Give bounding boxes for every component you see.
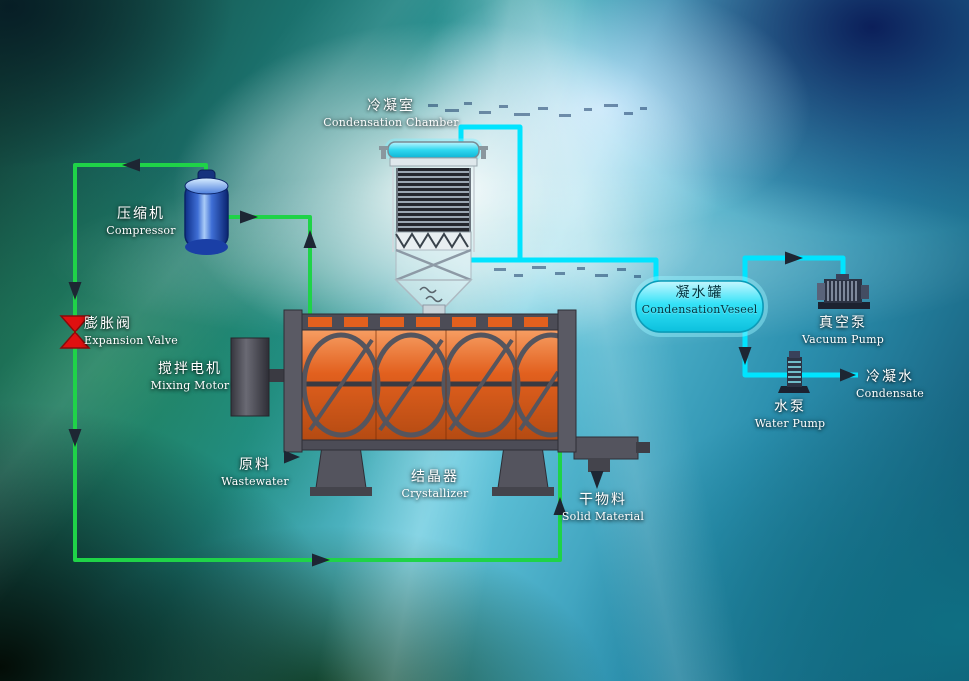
digital-dashes-decoration xyxy=(428,102,647,278)
label-en: Vacuum Pump xyxy=(802,332,884,346)
label-zh: 冷凝室 xyxy=(367,98,415,114)
label-condensation-vessel: 凝水罐 CondensationVeseel xyxy=(637,285,762,316)
label-en: Condensation Chamber xyxy=(323,115,459,129)
arrow-left-icon xyxy=(122,158,140,172)
crystallizer-unit xyxy=(283,309,650,496)
arrow-down-icon xyxy=(68,282,82,300)
label-zh: 压缩机 xyxy=(117,206,165,222)
arrow-right-icon xyxy=(312,553,330,567)
compressor-unit xyxy=(184,169,229,255)
chamber-funnel xyxy=(394,279,473,308)
chamber-lid xyxy=(387,141,480,159)
label-zh: 真空泵 xyxy=(819,315,867,331)
arrow-up-icon xyxy=(303,230,317,248)
label-crystallizer: 结晶器 Crystallizer xyxy=(375,469,495,500)
label-expansion-valve: 膨胀阀 Expansion Valve xyxy=(84,316,214,347)
label-zh: 结晶器 xyxy=(411,469,459,485)
label-vacuum-pump: 真空泵 Vacuum Pump xyxy=(783,315,903,346)
crystallizer-right-leg xyxy=(497,445,549,489)
arrow-right-icon xyxy=(284,450,300,464)
label-condensation-chamber: 冷凝室 Condensation Chamber xyxy=(301,98,481,129)
label-en: Water Pump xyxy=(754,416,826,430)
crystallizer-left-endplate xyxy=(283,309,303,453)
water-pump-icon xyxy=(778,351,810,393)
top-rail-blocks xyxy=(308,317,548,327)
label-water-pump: 水泵 Water Pump xyxy=(730,399,850,430)
condensation-chamber-vessel xyxy=(379,138,488,318)
arrow-down-icon xyxy=(68,429,82,447)
label-zh: 冷凝水 xyxy=(866,369,914,385)
discharge-chute xyxy=(588,458,610,472)
label-en: Solid Material xyxy=(561,509,645,523)
label-mixing-motor: 搅拌电机 Mixing Motor xyxy=(130,361,250,392)
label-en: Expansion Valve xyxy=(84,333,179,347)
arrow-right-icon xyxy=(840,368,856,382)
label-en: CondensationVeseel xyxy=(641,302,758,316)
vapor-pipe xyxy=(458,124,858,378)
auger-screws xyxy=(301,330,559,440)
label-en: Mixing Motor xyxy=(150,378,230,392)
vapor-squiggle-icon xyxy=(419,286,443,303)
discharge-box xyxy=(573,436,639,460)
crystallizer-bottom-rail xyxy=(299,439,561,451)
label-zh: 干物料 xyxy=(579,492,627,508)
label-zh: 原料 xyxy=(239,457,271,473)
arrow-down-icon xyxy=(738,347,752,365)
label-zh: 水泵 xyxy=(774,399,806,415)
vacuum-pump-icon xyxy=(817,274,870,309)
crystallizer-left-leg xyxy=(315,445,367,489)
label-en: Crystallizer xyxy=(401,486,469,500)
label-en: Compressor xyxy=(106,223,176,237)
label-compressor: 压缩机 Compressor xyxy=(81,206,201,237)
arrow-right-icon xyxy=(785,251,803,265)
chamber-fins xyxy=(398,171,469,228)
crystallizer-right-endplate xyxy=(557,309,577,453)
label-en: Wastewater xyxy=(221,474,289,488)
label-zh: 搅拌电机 xyxy=(158,361,222,377)
arrow-up-icon xyxy=(553,497,567,515)
label-condensate: 冷凝水 Condensate xyxy=(832,369,948,400)
flow-arrows xyxy=(68,158,856,567)
label-solid-material: 干物料 Solid Material xyxy=(543,492,663,523)
mixing-motor-unit xyxy=(230,337,288,417)
label-zh: 膨胀阀 xyxy=(84,316,132,332)
label-en: Condensate xyxy=(856,386,924,400)
label-wastewater: 原料 Wastewater xyxy=(195,457,315,488)
label-zh: 凝水罐 xyxy=(675,285,724,301)
condensation-vessel-tank xyxy=(631,276,768,337)
chamber-lid-flange xyxy=(389,157,478,167)
expansion-valve-icon xyxy=(59,315,91,349)
arrow-right-icon xyxy=(240,210,258,224)
arrow-down-icon xyxy=(590,471,604,489)
